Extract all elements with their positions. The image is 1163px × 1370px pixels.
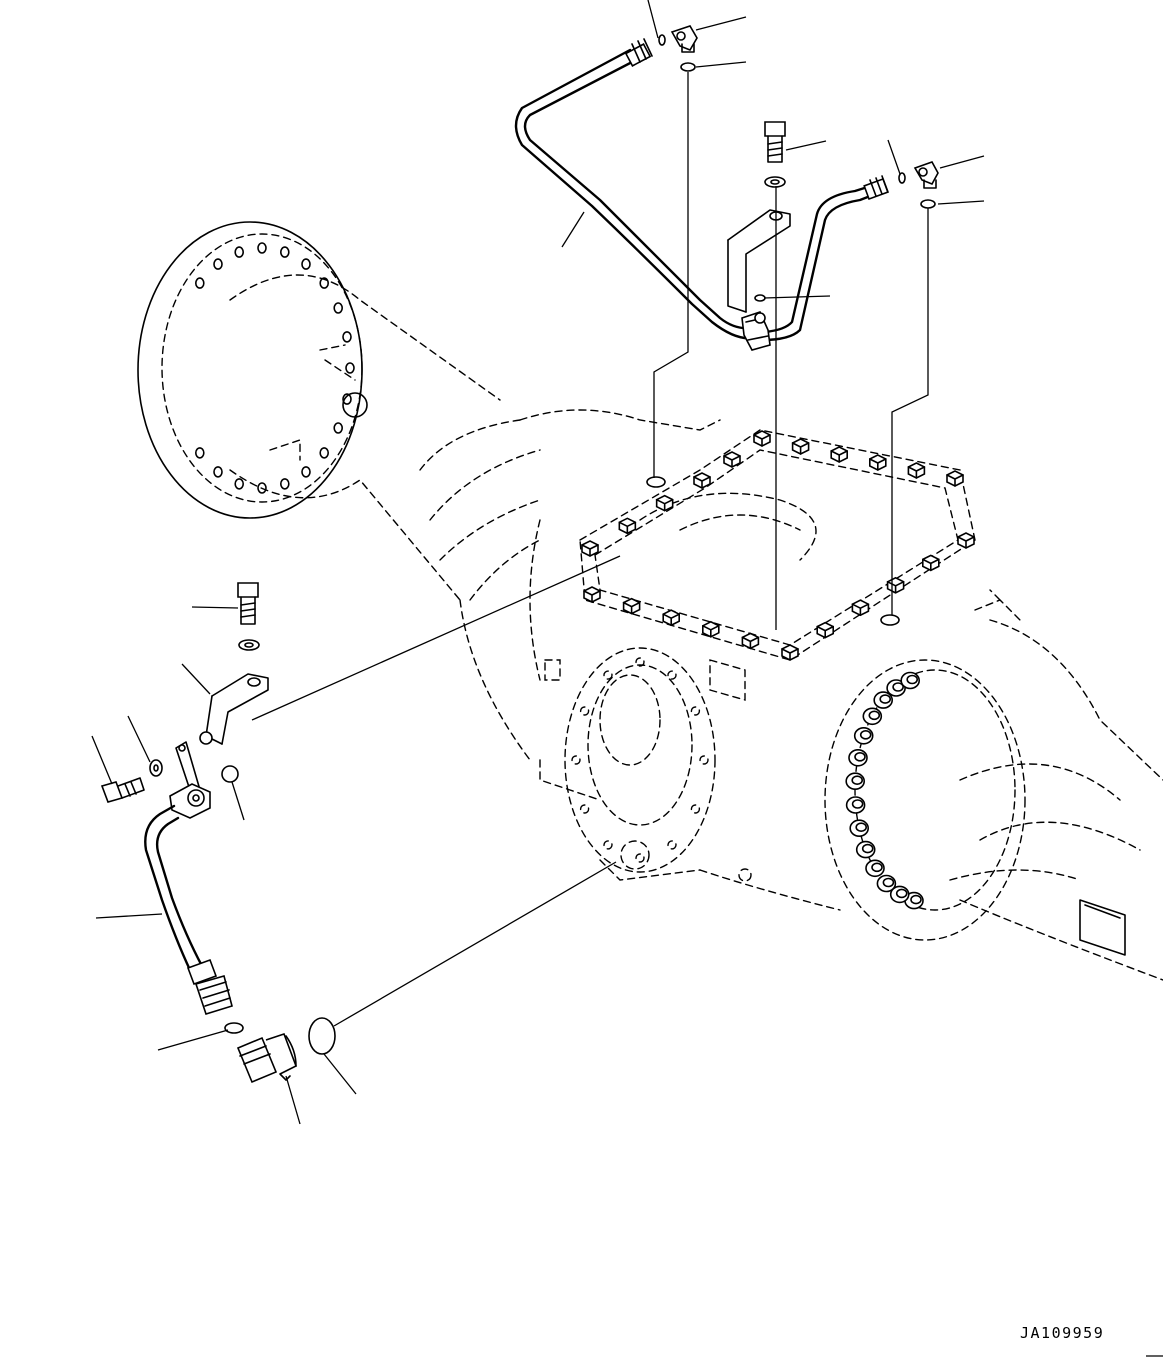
flange-hole <box>579 706 590 716</box>
cover-bolt <box>922 554 940 572</box>
tube-assembly-top <box>514 25 939 630</box>
tube-nut-bottom <box>186 958 233 1015</box>
elbow-fitting-right <box>898 161 939 209</box>
ring-bolts <box>571 657 924 910</box>
tube-bracket-top <box>727 209 791 313</box>
hub-hole <box>279 478 290 490</box>
ring-bolt <box>889 885 910 904</box>
flange-hole <box>699 755 709 765</box>
elbow-fitting-left <box>658 25 698 72</box>
cover-bolt <box>791 438 810 455</box>
cover-bolt <box>851 599 870 617</box>
cover-bolt <box>741 632 760 650</box>
flange-hole <box>579 804 590 814</box>
hub-hole <box>319 447 330 459</box>
tube-fitting-block <box>169 765 239 819</box>
cover-bolts <box>581 430 975 661</box>
hub-hole <box>234 246 244 258</box>
flange-hole <box>667 840 677 850</box>
sensor-switch <box>236 1032 298 1084</box>
leader-lines <box>91 0 985 1125</box>
ring-bolt <box>865 859 885 878</box>
ring-bolt <box>862 707 883 726</box>
hub-bolt-holes <box>195 242 355 494</box>
hub-hole <box>257 242 267 254</box>
ring-bolt <box>900 671 921 690</box>
hub-hole <box>213 466 223 478</box>
cover-bolt <box>662 609 680 627</box>
drawing-id-label: JA109959 <box>1020 1324 1105 1342</box>
hub-hole <box>342 331 352 343</box>
hub-hole <box>345 362 355 374</box>
flange-hole <box>690 706 701 716</box>
hub-hole <box>301 258 311 270</box>
cover-bolt <box>946 470 964 487</box>
hub-hole <box>195 447 205 459</box>
cover-bolt <box>869 454 887 471</box>
ring-bolt <box>845 796 866 814</box>
hub-hole <box>195 277 205 289</box>
tube-nut-left <box>624 38 653 67</box>
cover-bolt <box>723 451 741 468</box>
cover-bolt <box>583 586 601 603</box>
ring-bolt <box>849 819 870 838</box>
hub-hole <box>333 422 344 434</box>
flange-hole <box>635 657 645 667</box>
cover-bolt <box>886 576 905 594</box>
flange-hole <box>690 804 701 814</box>
cover-bolt <box>781 644 799 661</box>
ring-bolt <box>848 748 868 767</box>
cover-bolt <box>816 621 834 639</box>
flange-hole <box>603 670 613 680</box>
hub-hole <box>257 482 267 494</box>
ring-bolt <box>853 726 874 745</box>
bolt-lower <box>237 582 260 651</box>
tube-assembly-lower <box>100 555 621 1084</box>
axle-tube-left <box>229 274 541 601</box>
flange-hole <box>603 840 613 850</box>
differential-carrier <box>459 409 1163 981</box>
cover-bolt <box>702 620 720 638</box>
cover-bolt <box>957 532 975 549</box>
hub-hole <box>234 478 244 490</box>
hub-hole <box>333 302 344 314</box>
cover-bolt <box>618 517 637 535</box>
flange-hole <box>667 670 677 680</box>
hub-hole <box>319 277 330 289</box>
tube-junction-block <box>741 311 771 351</box>
bolt-top <box>764 121 786 188</box>
flange-hole <box>635 853 645 863</box>
cover-bolt <box>830 446 848 463</box>
ring-bolt <box>855 840 876 859</box>
hub-hole <box>279 246 290 258</box>
hub-hole <box>213 258 223 270</box>
flange-hole <box>571 755 581 765</box>
ring-bolt <box>904 891 924 910</box>
cover-bolt <box>693 472 711 489</box>
ring-bolt <box>873 691 894 709</box>
cover-bolt <box>622 597 641 615</box>
tube-nut-right <box>863 175 889 201</box>
cover-bolt <box>753 430 771 447</box>
cover-bolt <box>655 494 674 512</box>
tube-bracket-lower <box>199 673 269 745</box>
bolt-side <box>100 759 163 803</box>
wheel-hub-flange <box>137 221 363 519</box>
cover-bolt <box>907 462 926 479</box>
hub-hole <box>301 466 311 478</box>
cover-bolt <box>581 540 599 557</box>
axle-housing <box>137 221 1163 981</box>
hub-hole <box>342 393 352 405</box>
ring-bolt <box>876 874 897 893</box>
ring-bolt <box>845 772 866 791</box>
